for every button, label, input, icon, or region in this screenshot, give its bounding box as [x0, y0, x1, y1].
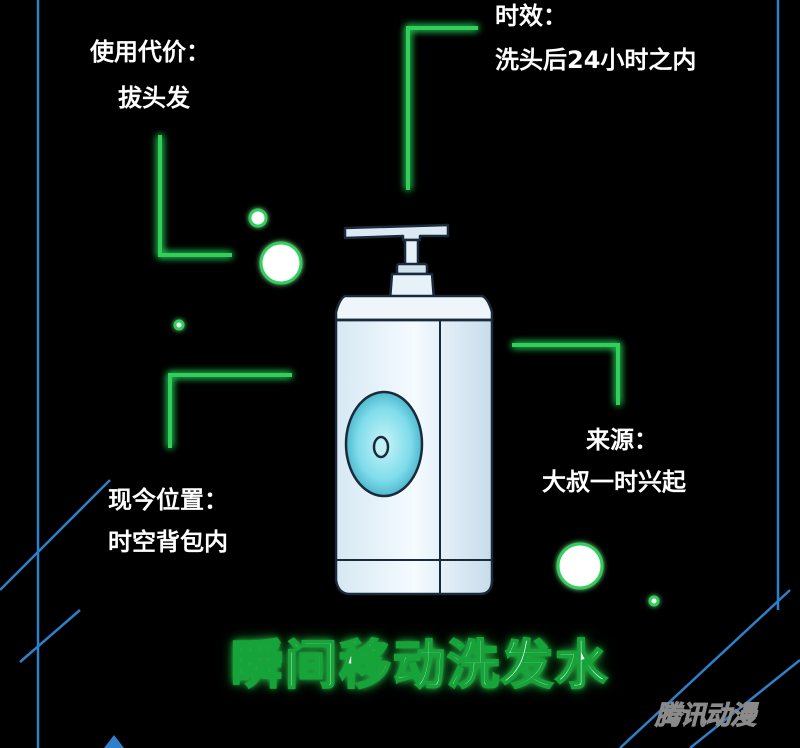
bubble-icon: [173, 208, 660, 607]
source-value: 大叔一时兴起: [542, 468, 686, 496]
location-heading: 现今位置：: [108, 486, 228, 514]
glow-brackets: [158, 26, 620, 448]
shampoo-bottle-icon: [334, 223, 494, 596]
item-name-title: 瞬间移动洗发水: [230, 636, 609, 696]
duration-heading: 时效：: [495, 2, 567, 30]
watermark-logo: 腾讯动漫: [654, 701, 756, 732]
cost-heading: 使用代价：: [90, 38, 210, 66]
corner-mark: [104, 735, 124, 748]
source-heading: 来源：: [586, 426, 658, 454]
cost-value: 拔头发: [118, 84, 190, 112]
duration-value: 洗头后24小时之内: [495, 46, 697, 74]
location-value: 时空背包内: [108, 528, 228, 556]
